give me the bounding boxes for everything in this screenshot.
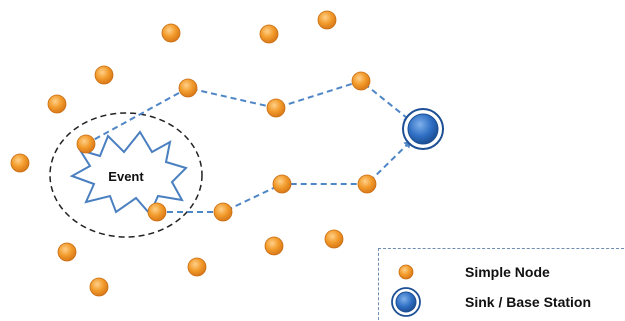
simple-node xyxy=(57,242,77,262)
event-burst-icon xyxy=(69,130,188,216)
sink-icon xyxy=(407,113,439,145)
legend: Simple Node Sink / Base Station xyxy=(378,248,624,320)
event-label: Event xyxy=(108,169,144,184)
legend-simple-node-label: Simple Node xyxy=(465,264,550,280)
simple-node xyxy=(259,24,279,44)
simple-node xyxy=(161,23,181,43)
legend-sink-label: Sink / Base Station xyxy=(465,294,592,310)
simple-node xyxy=(76,134,96,154)
legend-icons xyxy=(391,264,421,317)
simple-node xyxy=(272,174,292,194)
simple-node-icon xyxy=(398,264,414,280)
simple-node xyxy=(147,202,167,222)
simple-node xyxy=(266,98,286,118)
simple-node xyxy=(47,94,67,114)
simple-node xyxy=(317,10,337,30)
simple-node xyxy=(94,65,114,85)
simple-node xyxy=(264,236,284,256)
simple-node xyxy=(213,202,233,222)
simple-node xyxy=(178,78,198,98)
simple-node xyxy=(357,174,377,194)
route-upper xyxy=(85,79,413,145)
sink-base-station xyxy=(402,108,444,150)
simple-node xyxy=(89,277,109,297)
simple-nodes xyxy=(10,10,377,297)
simple-node xyxy=(10,153,30,173)
simple-node xyxy=(187,257,207,277)
event-region xyxy=(49,112,203,238)
simple-node xyxy=(351,71,371,91)
simple-node xyxy=(324,229,344,249)
sink-icon xyxy=(395,291,417,313)
